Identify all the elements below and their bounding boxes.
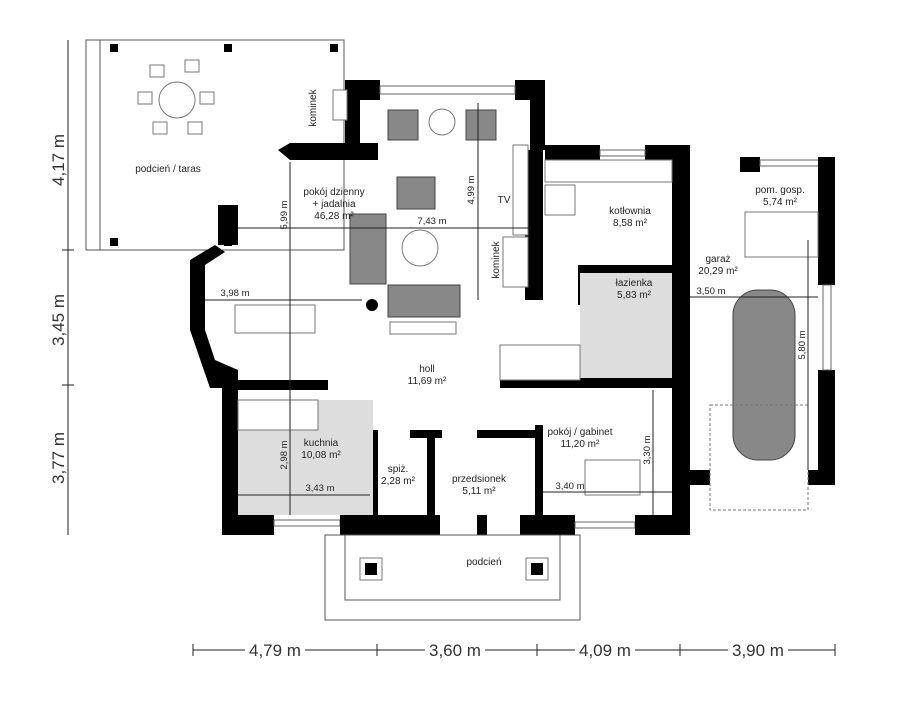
sofa-icon [349,213,387,285]
label-garage: garaż [705,254,730,265]
dim-left-3: 3,77 m [49,432,68,484]
area-pantry: 2,28 m² [381,476,416,487]
stairs [499,344,581,381]
label-porch: podcień [466,557,501,568]
label-tv: TV [498,195,511,206]
furniture [234,89,819,515]
armchair-icon [465,109,497,141]
dim-kitchen-height: 2,98 m [279,440,290,469]
label-fireplace: kominek [491,240,502,278]
dim-bottom-4: 3,90 m [732,641,784,660]
walls [190,80,835,535]
label-pantry: spiż. [388,464,409,475]
label-bathroom: łazienka [616,278,653,289]
car-icon [732,289,796,461]
dim-left-1: 4,17 m [49,134,68,186]
dim-living-vertical: 5,99 m [279,200,290,229]
terrace [85,39,345,251]
area-bathroom: 5,83 m² [617,290,652,301]
area-boiler: 8,58 m² [613,218,648,229]
label-terrace: podcień / taras [135,164,201,175]
tv-icon [512,144,529,236]
label-living-2: + jadalnia [312,199,356,210]
porch [324,534,581,621]
area-kitchen: 10,08 m² [301,450,341,461]
label-kitchen: kuchnia [304,438,339,449]
area-office: 11,20 m² [561,439,600,450]
dim-office-width: 3,40 m [555,481,584,492]
label-fireplace: kominek [308,88,319,126]
armchair-icon [387,109,419,141]
fireplace-icon [502,236,529,288]
fireplace-icon [332,89,348,121]
dim-kitchen-width: 3,43 m [305,483,334,494]
label-hall: holl [419,364,435,375]
label-boiler: kotłownia [609,206,651,217]
area-hall: 11,69 m² [408,376,447,387]
label-living: pokój dzienny [303,187,364,198]
dim-bottom-1: 4,79 m [249,641,301,660]
label-utility: pom. gosp. [755,185,804,196]
terrace-table [158,81,196,119]
dim-office-height: 3,30 m [642,435,653,464]
armchair-icon [396,176,436,210]
dim-dining: 3,98 m [220,288,249,299]
interior-dimensions: 7,43 m 4,99 m 5,99 m 3,98 m 3,43 m 2,98 … [205,103,818,515]
dining-table [234,304,316,334]
area-garage: 20,29 m² [698,266,738,277]
area-living: 46,28 m² [314,211,354,222]
dim-living-height: 4,99 m [466,175,477,204]
label-vestibule: przedsionek [452,474,507,485]
dim-bottom-2: 3,60 m [429,641,481,660]
room-labels: podcień / taras pokój dzienny + jadalnia… [135,88,805,568]
sofa-icon [387,284,461,318]
dim-left-2: 3,45 m [49,294,68,346]
outer-dimensions: 4,17 m 3,45 m 3,77 m 4,79 m 3,60 m 4,09 … [49,40,836,660]
dim-living-width: 7,43 m [417,216,446,227]
dim-garage-width: 3,50 m [696,286,725,297]
label-office: pokój / gabinet [547,427,612,438]
desk [584,459,641,496]
dim-garage-height: 5,80 m [797,330,808,359]
area-vestibule: 5,11 m² [462,486,496,497]
area-utility: 5,74 m² [763,197,798,208]
dim-bottom-3: 4,09 m [579,641,631,660]
